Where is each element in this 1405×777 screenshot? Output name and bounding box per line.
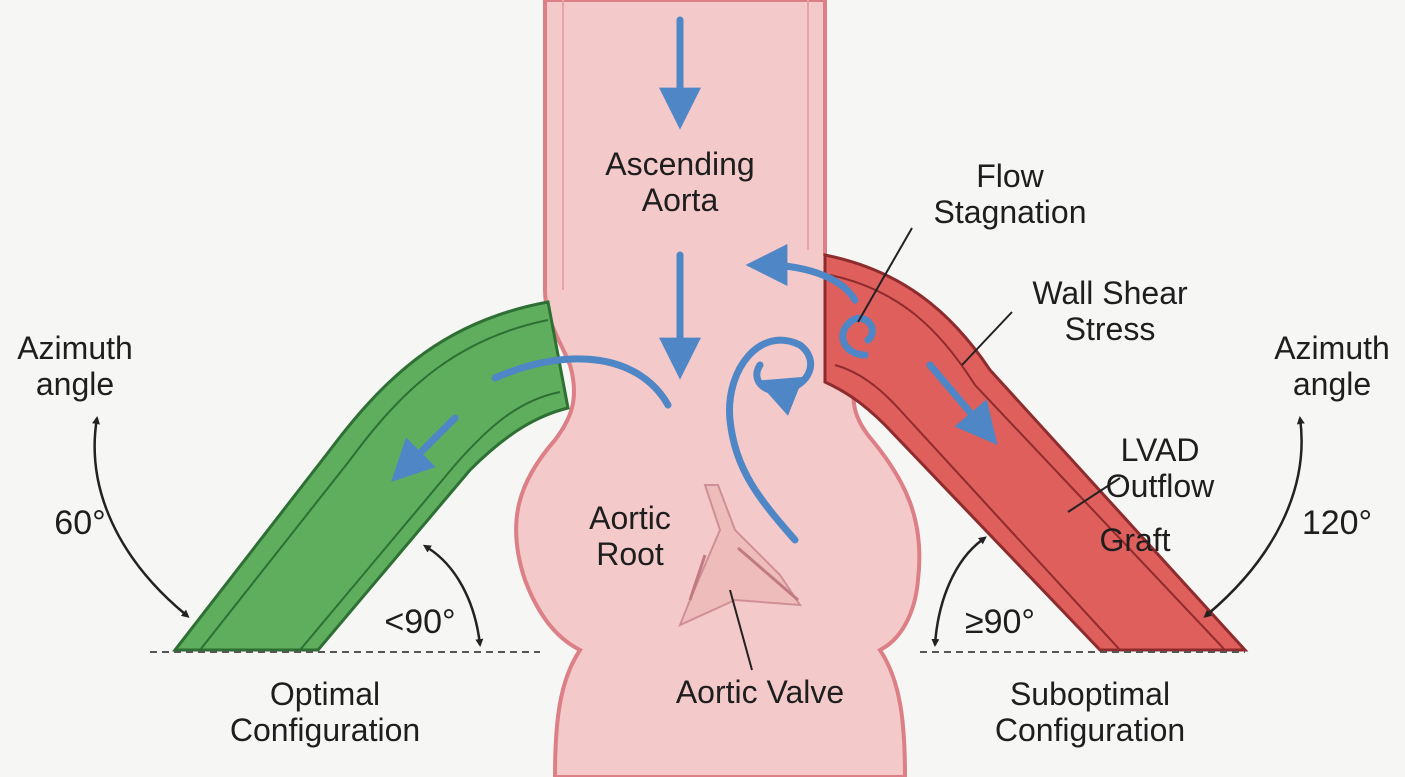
flow-arrow-green <box>391 414 459 482</box>
leader-aortic-valve <box>729 589 753 671</box>
label-wall-shear-line2: Stress <box>1064 311 1156 347</box>
flow-arrows <box>391 16 998 544</box>
arc-left-insertion <box>422 544 484 647</box>
flow-arrow-red <box>926 361 998 445</box>
label-suboptimal-line2: Configuration <box>994 712 1186 748</box>
label-aortic-root-line1: Aortic <box>589 500 671 536</box>
leader-lines <box>729 227 1121 671</box>
label-angle-60: 60° <box>35 505 125 541</box>
label-angle-ge-90: ≥90° <box>945 604 1055 640</box>
label-azimuth-left-line2: angle <box>35 366 115 402</box>
arc-right-insertion <box>931 536 987 647</box>
label-lvad-line2: Outflow <box>1105 468 1215 504</box>
label-ascending-aorta-line2: Aorta <box>641 182 719 218</box>
label-aortic-valve-text: Aortic Valve <box>675 674 845 710</box>
label-aortic-valve: Aortic Valve <box>650 674 870 710</box>
label-lvad-line3: Graft <box>1099 522 1171 558</box>
aorta-body <box>514 0 922 777</box>
aortic-valve-leaflets <box>678 484 802 627</box>
flow-arrow-vortex-inner <box>756 376 804 416</box>
flow-arrow-stagnation-swirl <box>839 314 876 359</box>
label-ascending-aorta-line1: Ascending <box>605 146 755 182</box>
arc-left-azimuth <box>92 416 190 618</box>
label-ascending-aorta: Ascending Aorta <box>590 146 770 218</box>
flow-arrow-up-left <box>745 244 859 304</box>
label-flow-stagnation-line1: Flow <box>976 158 1044 194</box>
label-flow-stagnation-line2: Stagnation <box>933 194 1087 230</box>
label-azimuth-left: Azimuth angle <box>5 330 145 402</box>
optimal-graft <box>171 300 570 652</box>
label-wall-shear-stress: Wall Shear Stress <box>1015 275 1205 347</box>
leader-flow-stagnation <box>857 227 913 323</box>
label-angle-less-90: <90° <box>365 604 475 640</box>
label-azimuth-left-line1: Azimuth <box>17 330 133 366</box>
label-optimal-line2: Configuration <box>229 712 421 748</box>
label-angle-120: 120° <box>1282 505 1392 541</box>
optimal-graft-inner-line-2 <box>299 391 561 651</box>
label-aortic-root-line2: Root <box>596 536 664 572</box>
suboptimal-graft <box>823 253 1249 652</box>
angle-arcs <box>92 416 1305 647</box>
label-aortic-root: Aortic Root <box>560 500 700 572</box>
label-optimal-line1: Optimal <box>269 676 381 712</box>
label-lvad-line1: LVAD <box>1120 432 1200 468</box>
label-wall-shear-line1: Wall Shear <box>1032 275 1188 311</box>
leader-lvad <box>1067 477 1121 513</box>
suboptimal-graft-inner-line-2 <box>834 364 1121 651</box>
suboptimal-graft-inner-line-1 <box>829 274 1226 651</box>
flow-arrow-left-curve <box>491 355 672 409</box>
label-suboptimal-line1: Suboptimal <box>1009 676 1171 712</box>
label-azimuth-right: Azimuth angle <box>1262 330 1402 402</box>
arc-right-azimuth <box>1203 416 1305 618</box>
aorta-inner-wall <box>562 0 809 290</box>
label-angle-less-90-text: <90° <box>384 603 456 641</box>
label-azimuth-right-line1: Azimuth <box>1274 330 1390 366</box>
label-angle-ge-90-text: ≥90° <box>964 603 1036 641</box>
leader-wall-shear <box>961 311 1013 366</box>
label-optimal-configuration: Optimal Configuration <box>200 676 450 748</box>
label-azimuth-right-line2: angle <box>1292 366 1372 402</box>
label-lvad-outflow-graft: LVAD Outflow Graft <box>1055 432 1215 558</box>
optimal-graft-inner-line-1 <box>199 319 549 651</box>
aortic-valve-cusp-left <box>688 546 799 602</box>
label-angle-120-text: 120° <box>1301 504 1373 542</box>
label-suboptimal-configuration: Suboptimal Configuration <box>965 676 1215 748</box>
label-angle-60-text: 60° <box>54 504 106 542</box>
label-flow-stagnation: Flow Stagnation <box>910 158 1110 230</box>
